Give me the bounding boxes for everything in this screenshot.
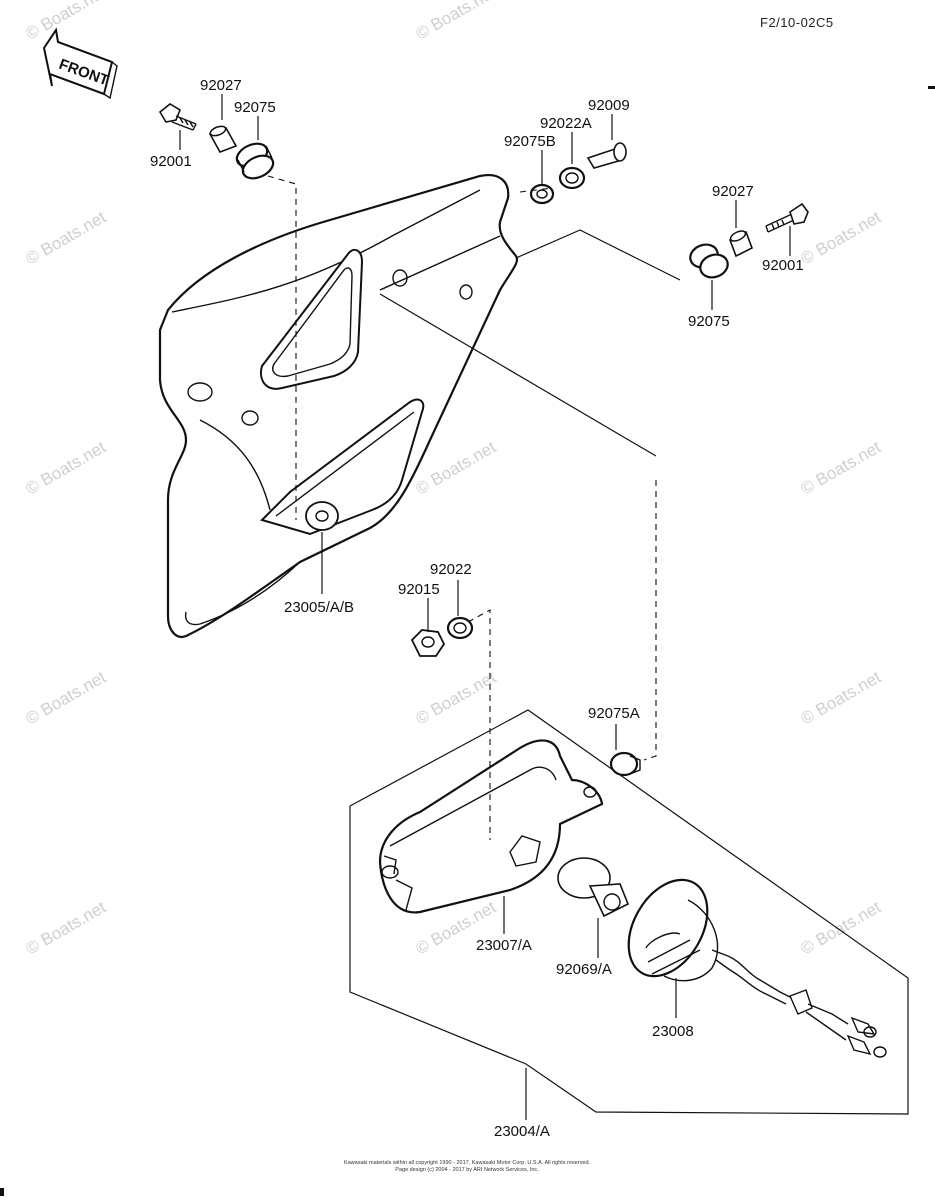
part-label: 23008 [652, 1023, 694, 1040]
part-label: 92027 [200, 77, 242, 94]
part-label: 92001 [762, 257, 804, 274]
part-label: 92069/A [556, 961, 612, 978]
watermark: © Boats.net [798, 897, 885, 958]
watermark: © Boats.net [23, 0, 110, 43]
part-label: 92022A [540, 115, 592, 132]
watermark: © Boats.net [413, 0, 500, 43]
footer-line-1: Kawasaki materials within all copyright … [344, 1160, 591, 1166]
bulb-92069 [557, 857, 630, 918]
part-label: 92022 [430, 561, 472, 578]
grommet-92075B [529, 183, 555, 205]
sealed-beam-23008 [627, 878, 887, 1058]
headlight-cover-23005 [158, 174, 519, 638]
grommet-92075-right [689, 243, 729, 279]
watermark: © Boats.net [23, 437, 110, 498]
part-label: 92009 [588, 97, 630, 114]
front-arrow: FRONT [42, 27, 118, 100]
part-label: 23004/A [494, 1123, 550, 1140]
copyright-footer: Kawasaki materials within all copyright … [344, 1160, 591, 1173]
grommet-92075-left [235, 142, 275, 180]
part-label: 92001 [150, 153, 192, 170]
part-label: 23005/A/B [284, 599, 354, 616]
collar-92022A [558, 166, 586, 190]
footer-line-2: Page design (c) 2004 - 2017 by ARI Netwo… [395, 1167, 539, 1173]
watermark: © Boats.net [798, 667, 885, 728]
diagram-code: F2/10-02C5 [760, 15, 834, 30]
watermark: © Boats.net [23, 207, 110, 268]
watermark: © Boats.net [23, 667, 110, 728]
alignment-lines [267, 175, 681, 840]
part-label: 92075 [688, 313, 730, 330]
leader-lines [179, 94, 791, 1120]
grommet-92075A [609, 751, 641, 777]
spacer-92027-left [208, 125, 238, 153]
part-label: 92075B [504, 133, 556, 150]
spacer-92027-right [728, 230, 754, 258]
part-label: 92075A [588, 705, 640, 722]
watermark: © Boats.net [413, 667, 500, 728]
headlight-unit-23007 [378, 739, 604, 914]
watermark: © Boats.net [798, 437, 885, 498]
part-label: 23007/A [476, 937, 532, 954]
nut-92015 [410, 629, 446, 657]
part-label: 92075 [234, 99, 276, 116]
part-label: 92027 [712, 183, 754, 200]
watermark: © Boats.net [798, 207, 885, 268]
part-label: 92015 [398, 581, 440, 598]
part-labels: 92027 92075 92001 92009 92022A 92075B 92… [150, 77, 804, 1140]
bolt-92009 [586, 142, 627, 169]
edge-mark [0, 1188, 4, 1196]
washer-92022 [446, 616, 474, 640]
bolt-92001-left [158, 103, 197, 131]
assembly-outline-23004 [349, 709, 909, 1115]
bolt-92001-right [765, 202, 809, 233]
edge-mark [928, 86, 935, 89]
watermark: © Boats.net [23, 897, 110, 958]
